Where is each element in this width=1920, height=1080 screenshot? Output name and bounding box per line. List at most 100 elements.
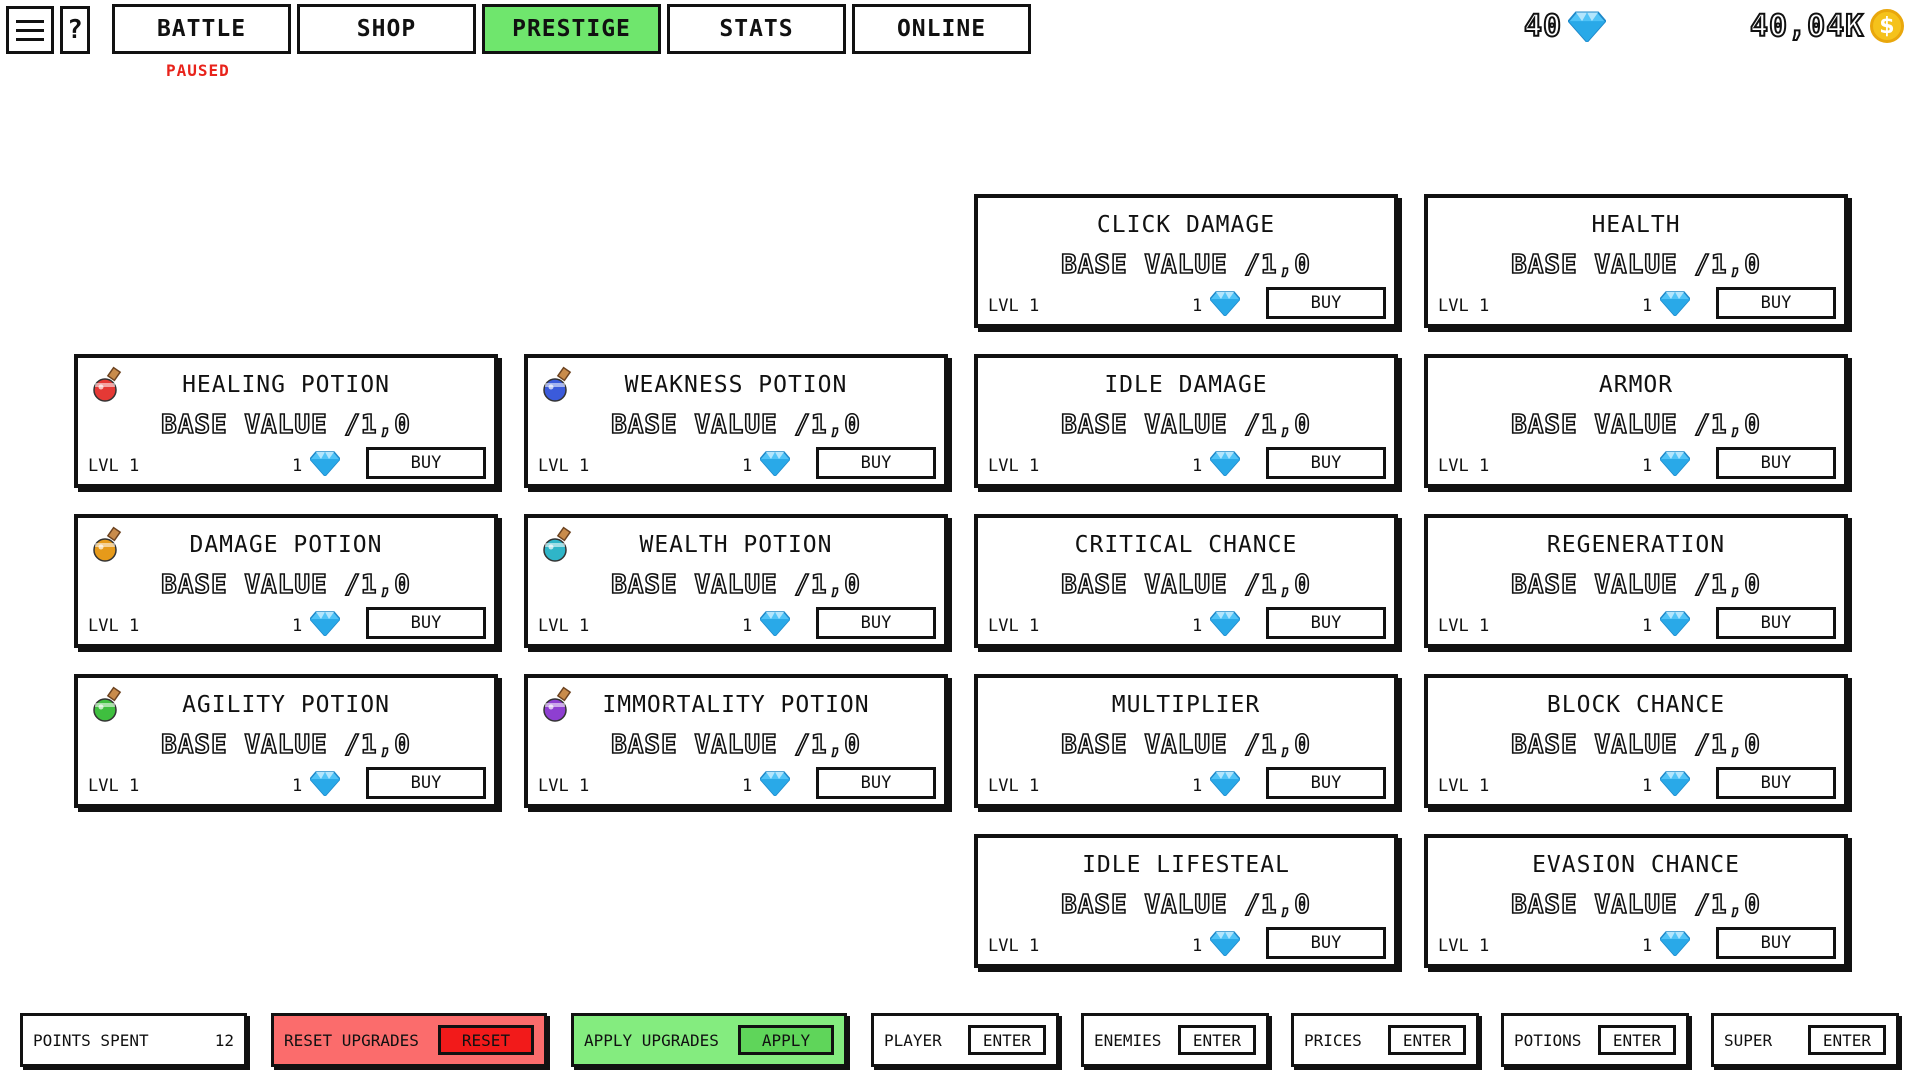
potions-panel: POTIONS ENTER (1501, 1013, 1689, 1067)
upgrade-cost: 1 (292, 770, 342, 801)
gem-icon (1209, 450, 1242, 481)
upgrade-cost-value: 1 (1192, 935, 1203, 956)
gem-icon (759, 450, 792, 481)
buy-button[interactable]: BUY (1716, 447, 1836, 479)
buy-button[interactable]: BUY (1266, 607, 1386, 639)
upgrade-cost-value: 1 (742, 775, 753, 796)
buy-button[interactable]: BUY (816, 447, 936, 479)
buy-button[interactable]: BUY (1716, 927, 1836, 959)
tab-stats[interactable]: STATS (667, 4, 846, 54)
upgrade-cost: 1 (1642, 930, 1692, 961)
upgrade-title: HEALTH (1591, 212, 1681, 238)
menu-icon[interactable] (6, 6, 54, 54)
upgrade-cost: 1 (1642, 770, 1692, 801)
tab-shop[interactable]: SHOP (297, 4, 476, 54)
upgrade-cost-value: 1 (1192, 615, 1203, 636)
buy-button[interactable]: BUY (1716, 287, 1836, 319)
tab-online[interactable]: ONLINE (852, 4, 1031, 54)
tab-prestige[interactable]: PRESTIGE (482, 4, 661, 54)
gem-icon (1209, 290, 1242, 321)
upgrade-level: LVL 1 (988, 776, 1040, 796)
potions-enter-button[interactable]: ENTER (1597, 1025, 1676, 1055)
gem-icon (309, 450, 342, 481)
super-enter-button[interactable]: ENTER (1807, 1025, 1886, 1055)
buy-button[interactable]: BUY (816, 767, 936, 799)
points-spent-panel: POINTS SPENT 12 (20, 1013, 247, 1067)
upgrade-base-value: BASE VALUE /1,0 (160, 409, 411, 441)
buy-button[interactable]: BUY (1266, 287, 1386, 319)
upgrade-base-value: BASE VALUE /1,0 (610, 729, 861, 761)
upgrade-level: LVL 1 (1438, 776, 1490, 796)
coin-icon: $ (1870, 9, 1905, 43)
upgrade-base-value: BASE VALUE /1,0 (1510, 409, 1761, 441)
buy-button[interactable]: BUY (366, 767, 486, 799)
upgrade-level: LVL 1 (88, 616, 140, 636)
buy-button[interactable]: BUY (1266, 767, 1386, 799)
upgrade-level: LVL 1 (988, 936, 1040, 956)
apply-button[interactable]: APPLY (738, 1025, 834, 1055)
upgrade-cost-value: 1 (1642, 455, 1653, 476)
upgrade-cost-value: 1 (742, 455, 753, 476)
upgrade-level: LVL 1 (538, 456, 590, 476)
upgrade-cost-value: 1 (1642, 295, 1653, 316)
upgrade-cost-value: 1 (292, 455, 303, 476)
gem-count: 40 (1523, 8, 1563, 45)
upgrade-cost: 1 (1192, 450, 1242, 481)
buy-button[interactable]: BUY (816, 607, 936, 639)
upgrade-base-value: BASE VALUE /1,0 (1510, 569, 1761, 601)
gem-icon (309, 770, 342, 801)
upgrade-title: IDLE DAMAGE (1104, 372, 1268, 398)
gem-icon (1659, 610, 1692, 641)
gem-icon (759, 610, 792, 641)
upgrade-title: DAMAGE POTION (189, 532, 383, 558)
upgrade-level: LVL 1 (538, 776, 590, 796)
enemies-enter-button[interactable]: ENTER (1177, 1025, 1256, 1055)
buy-button[interactable]: BUY (1266, 927, 1386, 959)
upgrade-card-healing-potion: HEALING POTION BASE VALUE /1,0 LVL 1 1 B… (74, 354, 498, 488)
buy-button[interactable]: BUY (1266, 447, 1386, 479)
upgrade-cost: 1 (1192, 930, 1242, 961)
help-button[interactable]: ? (60, 6, 90, 54)
upgrade-title: MULTIPLIER (1111, 692, 1261, 718)
player-enter-button[interactable]: ENTER (967, 1025, 1046, 1055)
upgrade-base-value: BASE VALUE /1,0 (160, 569, 411, 601)
upgrade-title: EVASION CHANCE (1532, 852, 1740, 878)
gem-icon (309, 610, 342, 641)
gem-icon (1209, 770, 1242, 801)
buy-button[interactable]: BUY (1716, 767, 1836, 799)
gem-icon (1568, 11, 1607, 42)
upgrade-cost-value: 1 (292, 615, 303, 636)
upgrade-cost: 1 (1642, 450, 1692, 481)
enemies-label: ENEMIES (1094, 1030, 1162, 1050)
buy-button[interactable]: BUY (366, 607, 486, 639)
cyan-potion-icon (543, 526, 572, 562)
upgrade-level: LVL 1 (1438, 616, 1490, 636)
paused-status: PAUSED (166, 61, 230, 80)
buy-button[interactable]: BUY (1716, 607, 1836, 639)
upgrade-title: WEAKNESS POTION (624, 372, 848, 398)
upgrade-title: IMMORTALITY POTION (602, 692, 870, 718)
upgrade-cost: 1 (742, 770, 792, 801)
upgrade-title: CLICK DAMAGE (1096, 212, 1276, 238)
prices-enter-button[interactable]: ENTER (1387, 1025, 1466, 1055)
reset-button[interactable]: RESET (438, 1025, 534, 1055)
upgrade-cost: 1 (1192, 610, 1242, 641)
upgrade-title: WEALTH POTION (639, 532, 833, 558)
gem-icon (1659, 290, 1692, 321)
super-panel: SUPER ENTER (1711, 1013, 1899, 1067)
upgrade-title: REGENERATION (1546, 532, 1726, 558)
upgrade-level: LVL 1 (1438, 296, 1490, 316)
upgrade-level: LVL 1 (988, 456, 1040, 476)
green-potion-icon (93, 686, 122, 722)
upgrade-cost-value: 1 (1642, 935, 1653, 956)
gem-icon (1659, 930, 1692, 961)
upgrade-title: BLOCK CHANCE (1546, 692, 1726, 718)
red-potion-icon (93, 366, 122, 402)
upgrade-title: CRITICAL CHANCE (1074, 532, 1298, 558)
upgrade-level: LVL 1 (88, 456, 140, 476)
tab-battle[interactable]: BATTLE (112, 4, 291, 54)
upgrade-card-idle-lifesteal: IDLE LIFESTEAL BASE VALUE /1,0 LVL 1 1 B… (974, 834, 1398, 968)
buy-button[interactable]: BUY (366, 447, 486, 479)
upgrade-card-idle-damage: IDLE DAMAGE BASE VALUE /1,0 LVL 1 1 BUY (974, 354, 1398, 488)
apply-upgrades-label: APPLY UPGRADES (584, 1030, 719, 1050)
